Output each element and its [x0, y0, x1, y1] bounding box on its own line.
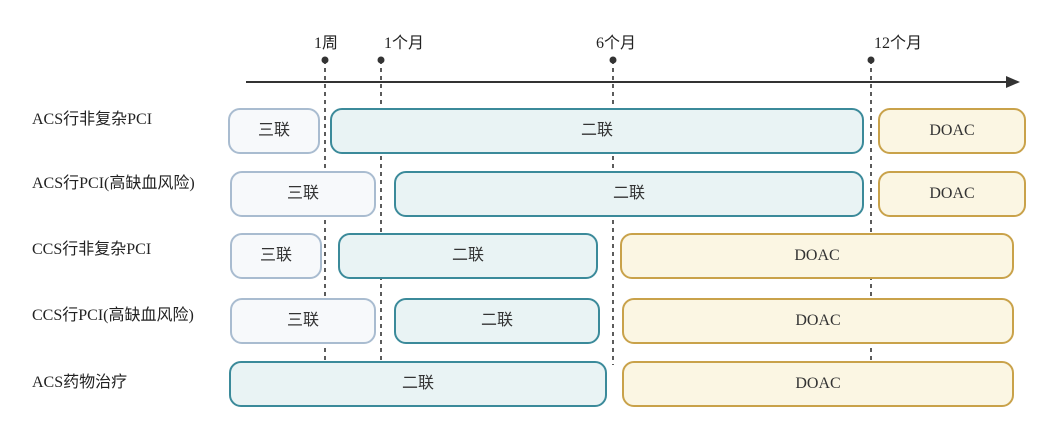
bar-label: 二联 — [451, 247, 484, 264]
bar-label: DOAC — [795, 375, 841, 392]
bar-dual-therapy: 二联 — [229, 361, 607, 407]
bar-label: 三联 — [286, 185, 319, 202]
bar-doac: DOAC — [878, 171, 1026, 217]
bar-label: 三联 — [257, 122, 290, 139]
row-label-ccs-simple-pci: CCS行非复杂PCI — [32, 241, 152, 258]
bar-label: DOAC — [929, 122, 975, 139]
bar-doac: DOAC — [620, 233, 1014, 279]
marker-label-1-week: 1周 — [314, 35, 339, 52]
marker-label-6-month: 6个月 — [596, 35, 637, 52]
marker-label-1-month: 1个月 — [384, 35, 425, 52]
row-label-acs-simple-pci: ACS行非复杂PCI — [32, 111, 153, 128]
bar-doac: DOAC — [622, 298, 1014, 344]
marker-dot-12-month — [867, 56, 875, 64]
bar-label: DOAC — [795, 312, 841, 329]
bar-label: 三联 — [259, 247, 292, 264]
bar-triple-therapy: 三联 — [230, 298, 376, 344]
marker-dot-1-month — [377, 56, 385, 64]
bar-triple-therapy: 三联 — [230, 233, 322, 279]
bar-triple-therapy: 三联 — [228, 108, 320, 154]
bar-label: 二联 — [580, 122, 613, 139]
bar-dual-therapy: 二联 — [394, 171, 864, 217]
bar-doac: DOAC — [622, 361, 1014, 407]
row-label-ccs-high-risk-pci: CCS行PCI(高缺血风险) — [32, 307, 194, 324]
bar-triple-therapy: 三联 — [230, 171, 376, 217]
row-label-acs-medical-therapy: ACS药物治疗 — [32, 374, 128, 391]
bar-label: 二联 — [401, 375, 434, 392]
bar-dual-therapy: 二联 — [338, 233, 598, 279]
bar-doac: DOAC — [878, 108, 1026, 154]
marker-label-12-month: 12个月 — [874, 35, 923, 52]
bar-label: DOAC — [929, 185, 975, 202]
axis-arrowhead — [1006, 76, 1020, 88]
row-label-acs-high-risk-pci: ACS行PCI(高缺血风险) — [32, 175, 195, 192]
marker-dot-6-month — [609, 56, 617, 64]
bar-label: 二联 — [480, 312, 513, 329]
bar-label: DOAC — [794, 247, 840, 264]
bar-label: 二联 — [612, 185, 645, 202]
bar-label: 三联 — [286, 312, 319, 329]
bar-dual-therapy: 二联 — [330, 108, 864, 154]
marker-dot-1-week — [321, 56, 329, 64]
bar-dual-therapy: 二联 — [394, 298, 600, 344]
